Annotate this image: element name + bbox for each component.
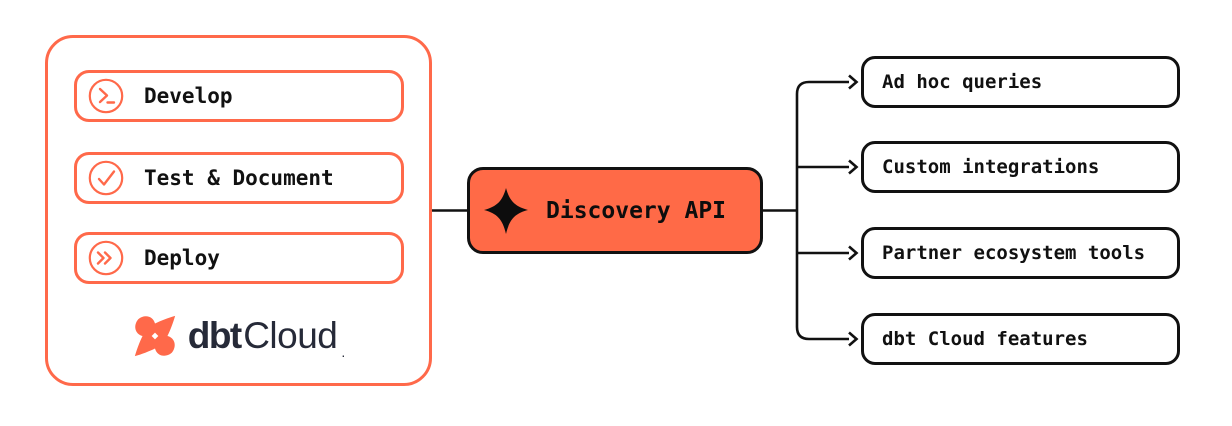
dbt-cloud-logo: dbt Cloud . <box>48 306 429 366</box>
output-box-partner-ecosystem-tools: Partner ecosystem tools <box>861 227 1180 279</box>
arrowhead-1 <box>848 74 859 90</box>
output-label: Ad hoc queries <box>882 71 1043 93</box>
dbt-logo-text-regular: Cloud <box>243 315 338 356</box>
terminal-prompt-icon <box>88 78 124 114</box>
output-box-ad-hoc-queries: Ad hoc queries <box>861 56 1180 108</box>
output-label: Custom integrations <box>882 156 1100 178</box>
arrowhead-3 <box>848 245 859 261</box>
discovery-api-box: Discovery API <box>467 167 763 254</box>
pill-develop-label: Develop <box>144 84 233 108</box>
output-label: dbt Cloud features <box>882 328 1088 350</box>
connector-trunk <box>795 80 849 341</box>
dbt-logo-mark-icon <box>134 315 175 357</box>
dbt-cloud-panel: Develop Test & Document Deploy dbt <box>45 35 432 386</box>
check-circle-icon <box>88 160 124 196</box>
output-box-custom-integrations: Custom integrations <box>861 141 1180 193</box>
dbt-logo-trademark: . <box>341 344 346 360</box>
pill-deploy: Deploy <box>74 232 404 284</box>
discovery-api-label: Discovery API <box>546 197 727 224</box>
sparkle-icon <box>484 187 528 234</box>
pill-test-document-label: Test & Document <box>144 166 334 190</box>
dbt-logo-text-bold: dbt <box>187 315 243 356</box>
output-box-dbt-cloud-features: dbt Cloud features <box>861 313 1180 365</box>
output-label: Partner ecosystem tools <box>882 242 1146 264</box>
pill-test-document: Test & Document <box>74 152 404 204</box>
pill-deploy-label: Deploy <box>144 246 220 270</box>
arrowhead-2 <box>848 159 859 175</box>
arrowhead-4 <box>848 331 859 347</box>
pill-develop: Develop <box>74 70 404 122</box>
deploy-chevrons-icon <box>88 240 124 276</box>
